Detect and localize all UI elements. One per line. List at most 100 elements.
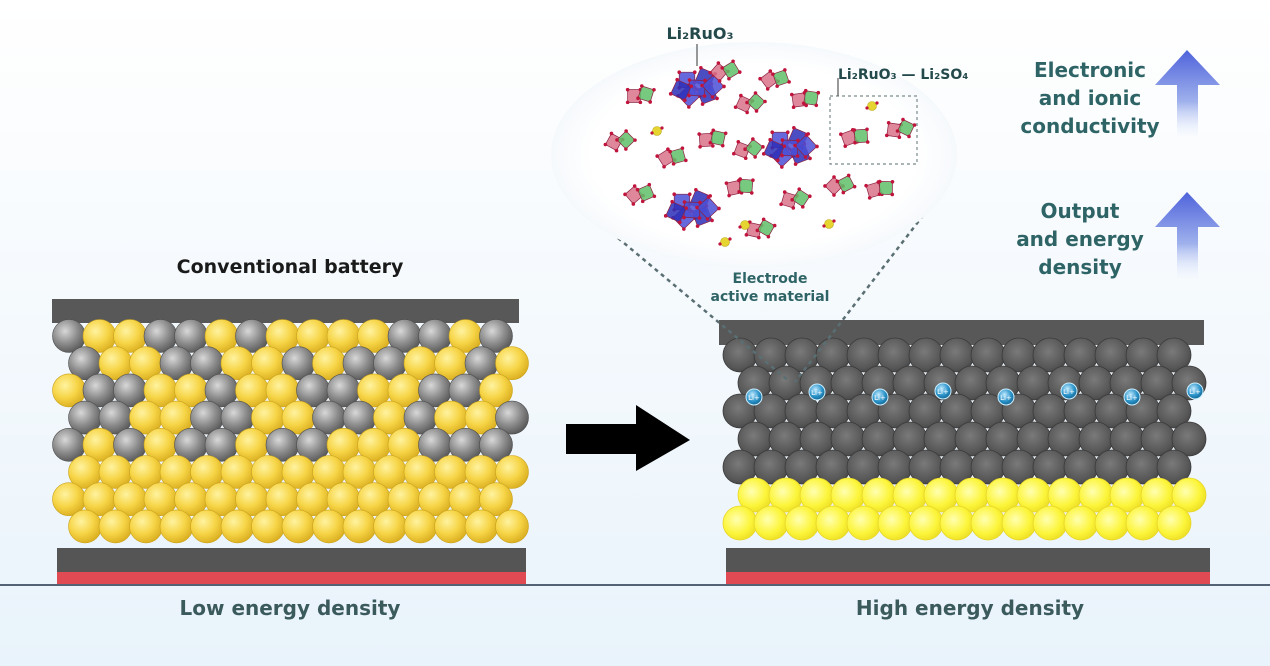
oxygen-atom xyxy=(822,224,826,228)
electrolyte-particle xyxy=(434,509,468,544)
oxygen-atom xyxy=(684,158,688,163)
bottom-collector xyxy=(57,548,526,572)
oxygen-atom xyxy=(663,214,668,218)
electrolyte-particle xyxy=(939,505,975,541)
oxygen-atom xyxy=(780,153,784,158)
oxygen-atom xyxy=(816,90,821,95)
oxygen-atom xyxy=(736,140,741,144)
oxygen-atom xyxy=(638,100,643,105)
oxygen-atom xyxy=(846,173,851,178)
oxygen-atom xyxy=(790,92,794,97)
li-ion-label: Li+ xyxy=(1063,388,1075,396)
oxygen-atom xyxy=(771,72,775,76)
oxygen-atom xyxy=(720,143,725,148)
oxygen-atom xyxy=(695,205,699,210)
electrolyte-particle xyxy=(159,509,194,544)
li-ion-label: Li+ xyxy=(1126,394,1138,402)
electrolyte-particle xyxy=(1171,477,1207,513)
oxygen-atom xyxy=(717,206,721,211)
oxygen-atom xyxy=(808,194,812,199)
oxygen-atom xyxy=(772,223,777,228)
oxygen-atom xyxy=(668,92,673,96)
oxygen-atom xyxy=(670,199,674,204)
electrolyte-particle xyxy=(1001,505,1037,541)
electrode-line-1: Electrode xyxy=(732,271,808,287)
oxygen-atom xyxy=(680,146,685,150)
oxygen-atom xyxy=(776,158,780,163)
oxygen-atom xyxy=(675,77,679,82)
improved-battery: Li+Li+Li+Li+Li+Li+Li+Li+ xyxy=(719,320,1210,584)
oxygen-atom xyxy=(697,216,702,220)
oxygen-atom xyxy=(780,138,785,142)
oxygen-atom xyxy=(766,234,771,239)
oxygen-atom xyxy=(727,76,731,81)
oxygen-atom xyxy=(718,242,722,246)
active-material-particle xyxy=(479,319,513,353)
particle-stack xyxy=(722,337,1207,541)
oxygen-atom xyxy=(705,217,710,221)
oxygen-atom xyxy=(754,109,759,113)
polyhedron xyxy=(803,90,819,106)
oxygen-atom xyxy=(684,206,689,210)
oxygen-atom xyxy=(895,129,900,133)
oxygen-atom xyxy=(695,224,700,228)
oxygen-atom xyxy=(614,148,619,153)
oxygen-atom xyxy=(761,145,765,149)
oxygen-atom xyxy=(758,76,762,81)
li-ion-label: Li+ xyxy=(1189,388,1201,396)
particle-stack xyxy=(52,319,529,544)
electrolyte-particle xyxy=(495,455,529,489)
oxygen-atom xyxy=(672,192,677,197)
oxygen-atom xyxy=(708,70,712,75)
oxygen-atom xyxy=(770,130,775,135)
polyhedron xyxy=(683,201,701,219)
conductivity-label: Electronic and ionic conductivity xyxy=(990,56,1190,140)
oxygen-atom xyxy=(793,143,797,148)
electrolyte-particle xyxy=(1063,505,1099,541)
oxygen-atom xyxy=(865,127,869,132)
oxygen-atom xyxy=(749,191,754,195)
oxygen-atom xyxy=(660,126,664,130)
oxygen-atom xyxy=(702,94,707,98)
oxygen-atom xyxy=(763,99,767,104)
arrow-up-icon xyxy=(1155,192,1220,278)
li-ion xyxy=(1123,388,1141,406)
oxygen-atom xyxy=(698,144,702,149)
oxygen-atom xyxy=(640,199,645,204)
oxygen-atom xyxy=(717,79,722,83)
oxygen-atom xyxy=(832,219,836,223)
bottom-collector xyxy=(726,548,1210,572)
oxygen-atom xyxy=(694,188,698,192)
oxygen-atom xyxy=(724,181,729,185)
electrolyte-particle xyxy=(1032,505,1068,541)
oxygen-atom xyxy=(615,138,619,142)
electrolyte-particle xyxy=(251,509,285,544)
electrolyte-particle xyxy=(1156,505,1192,541)
output-line-2: and energy xyxy=(1016,227,1144,251)
oxygen-atom xyxy=(787,80,791,84)
electrolyte-particle xyxy=(1125,505,1161,541)
polyhedron xyxy=(781,139,799,157)
oxygen-atom xyxy=(683,98,687,103)
oxygen-atom xyxy=(808,156,812,161)
oxygen-atom xyxy=(737,70,742,74)
oxygen-atom xyxy=(779,202,783,207)
oxygen-atom xyxy=(728,237,732,241)
electrolyte-particle xyxy=(753,505,789,541)
sulfate-unit xyxy=(867,101,877,111)
polyhedron xyxy=(879,181,893,195)
oxygen-atom xyxy=(907,134,911,139)
oxygen-atom xyxy=(890,192,895,197)
li-ion-label: Li+ xyxy=(811,389,823,397)
oxygen-atom xyxy=(625,87,630,92)
oxygen-atom xyxy=(678,220,682,225)
oxygen-atom xyxy=(768,69,773,73)
li-ion-label: Li+ xyxy=(937,388,949,396)
li-ion-group: Li+Li+Li+Li+Li+Li+Li+Li+ xyxy=(745,382,1204,406)
oxygen-atom xyxy=(624,129,628,133)
oxygen-atom xyxy=(636,96,640,100)
polyhedron xyxy=(688,79,706,97)
electrolyte-particle xyxy=(877,505,913,541)
oxygen-atom xyxy=(791,105,796,109)
composite-highlight-box xyxy=(829,95,918,165)
